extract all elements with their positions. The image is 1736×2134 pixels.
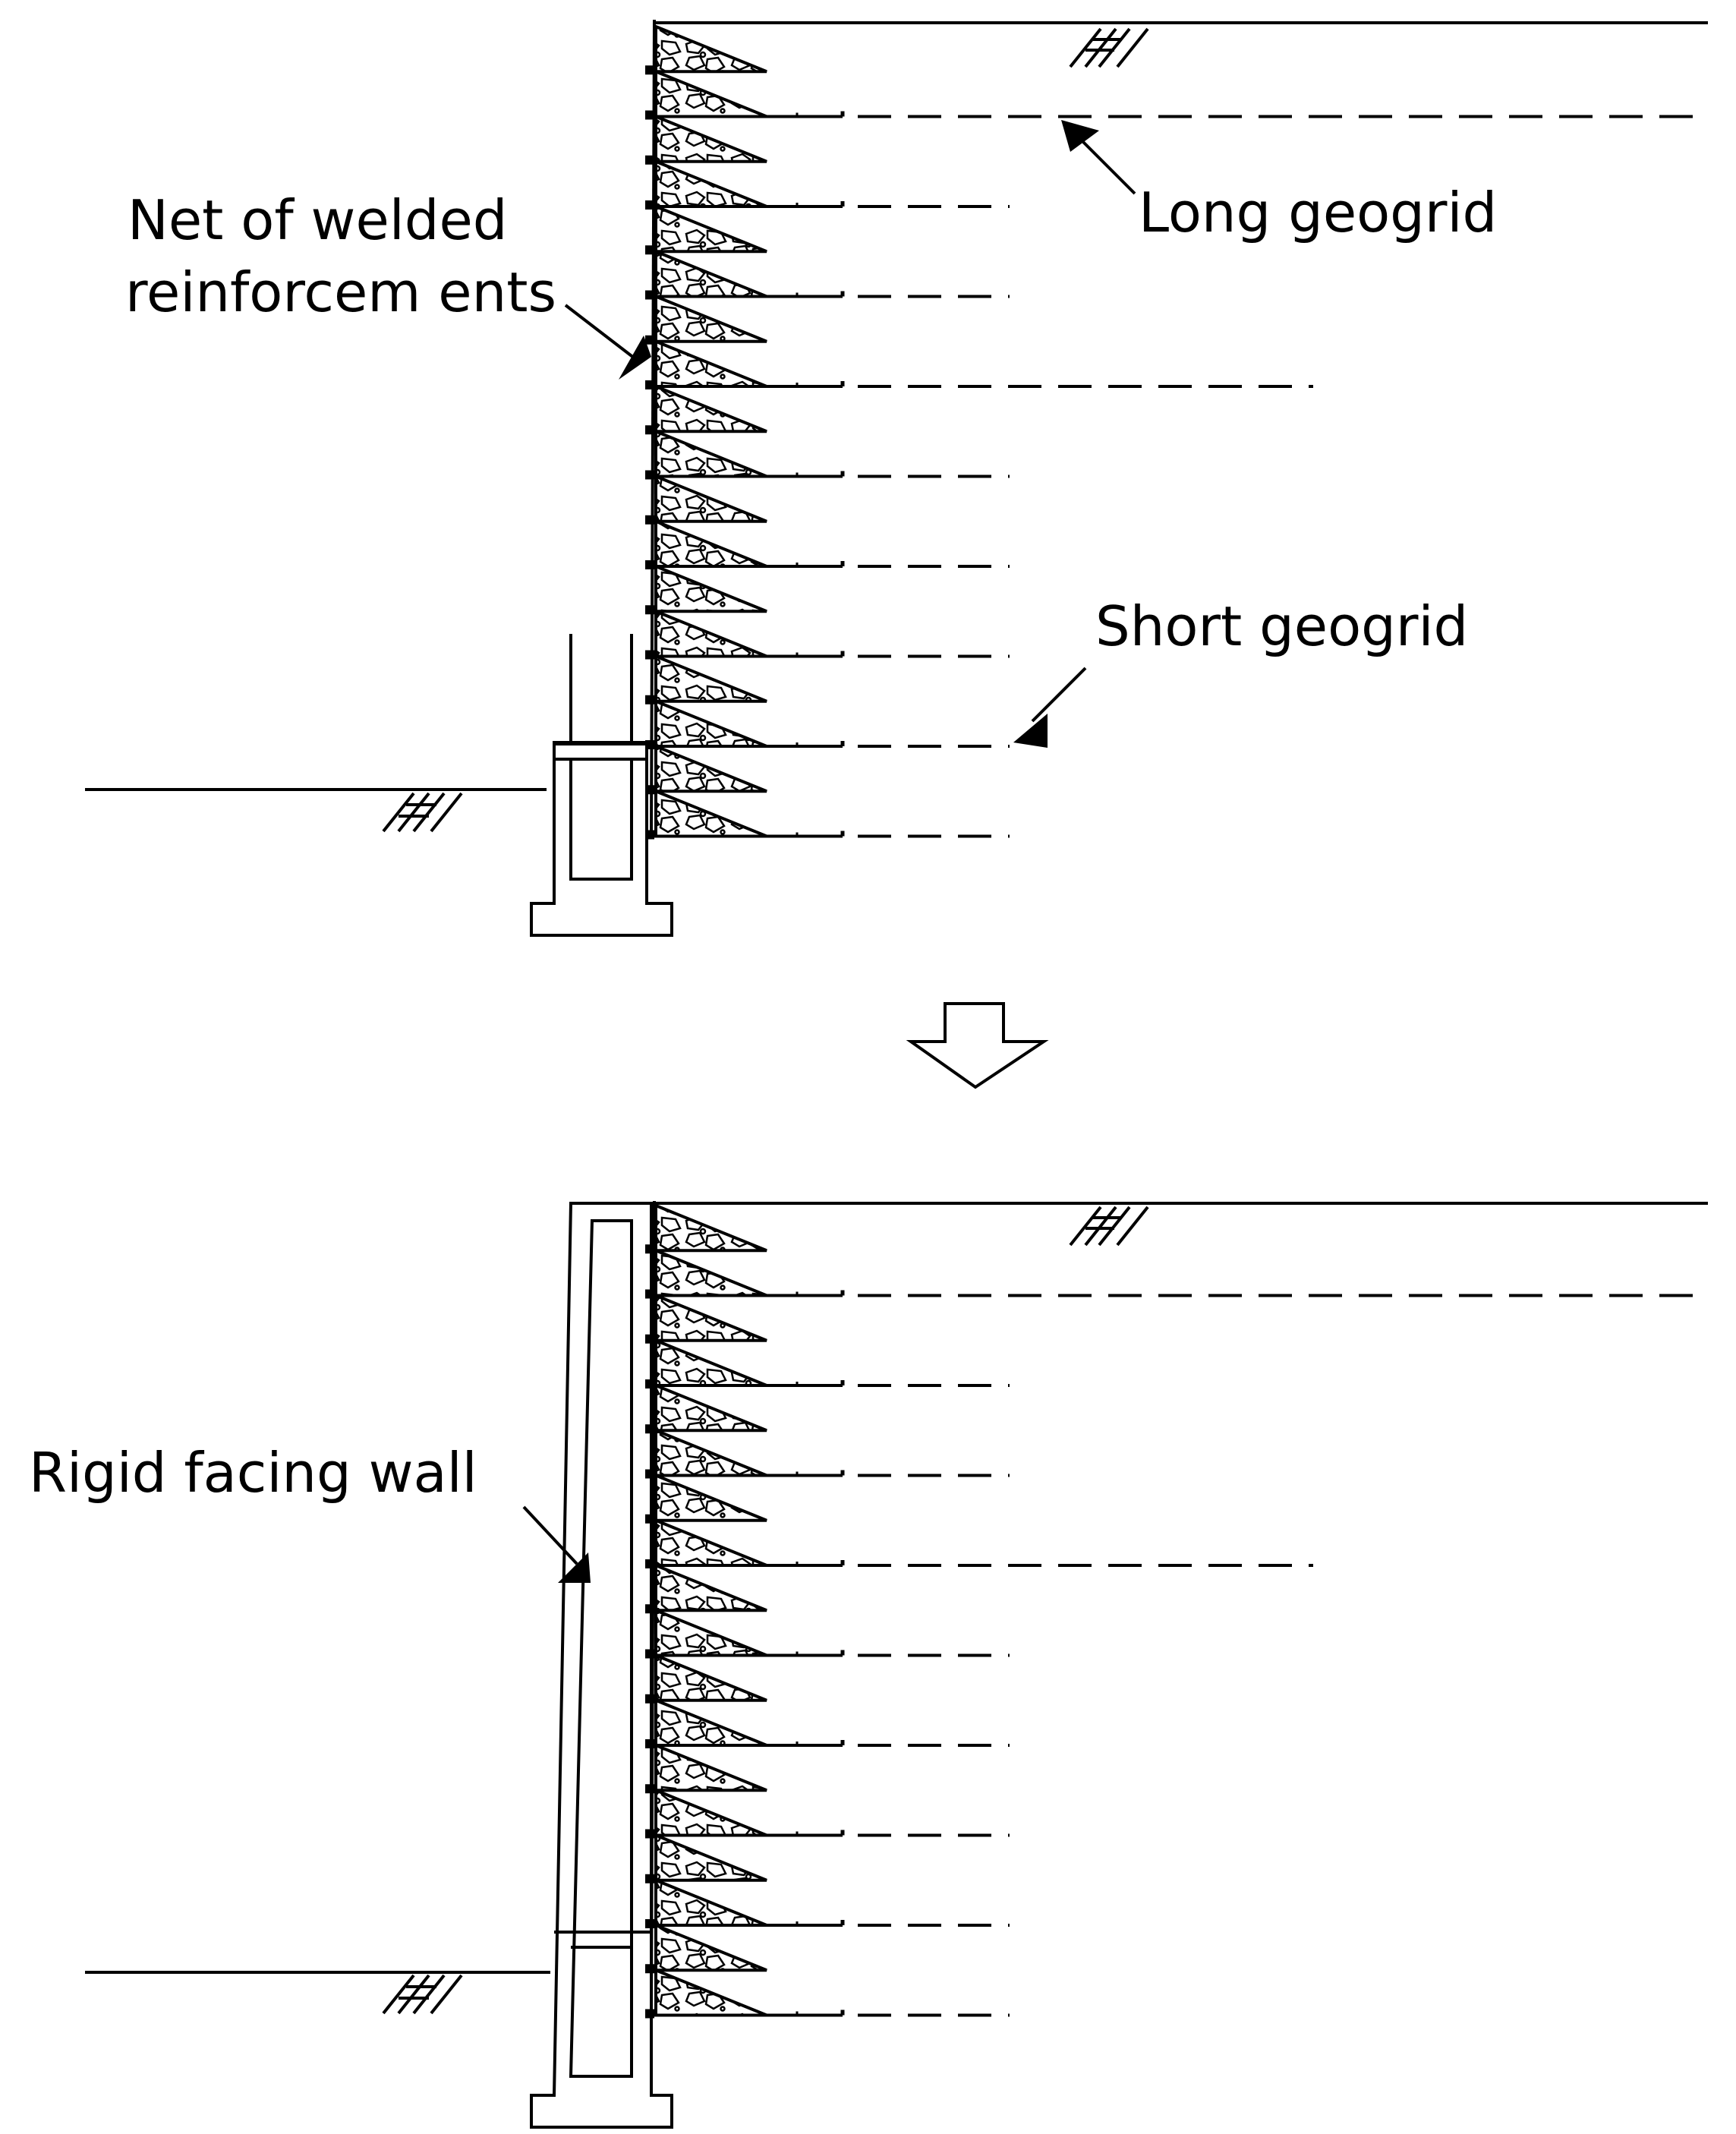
gravel-wedge [654, 1293, 767, 1342]
footing [530, 634, 673, 937]
short-geogrid-label: Short geogrid [1095, 594, 1468, 658]
gravel-wedge [654, 114, 767, 163]
weld-connector [645, 380, 654, 389]
geogrid-layers [654, 111, 1708, 838]
weld-connector [645, 695, 654, 705]
gravel-wedge [654, 294, 767, 343]
gravel-wedge [654, 1203, 767, 1253]
gravel-wedge [654, 654, 767, 703]
weld-connector [645, 335, 654, 345]
short-geogrid-arrowhead [1013, 714, 1048, 748]
gravel-wedge [654, 429, 767, 478]
gravel-wedge [654, 1743, 767, 1792]
long-geogrid-label: Long geogrid [1139, 181, 1497, 244]
gravel-wedge [654, 249, 767, 298]
gravel-wedge [654, 24, 767, 74]
gravel-wedge [654, 744, 767, 793]
gravel-wedge [654, 1473, 767, 1522]
gravel-wedge [654, 1877, 767, 1927]
soil-hatch-icon [1069, 1206, 1149, 1247]
weld-connector [645, 290, 654, 300]
gravel-wedge [654, 1338, 767, 1387]
gravel-wedges [645, 1203, 767, 2019]
weld-connector [645, 65, 654, 75]
gravel-wedge [654, 519, 767, 568]
net-leader-arrowhead [619, 336, 651, 380]
gravel-wedge [654, 1923, 767, 1972]
gravel-wedges [645, 24, 767, 840]
gravel-wedge [654, 1968, 767, 2017]
gravel-wedge [654, 698, 767, 748]
gravel-wedge [654, 339, 767, 388]
gravel-wedge [654, 384, 767, 433]
gravel-wedge [654, 609, 767, 658]
soil-hatch-icon [382, 1974, 463, 2015]
weld-connector [645, 470, 654, 480]
gravel-wedge [654, 1518, 767, 1567]
rigid-facing-wall-label: Rigid facing wall [29, 1441, 477, 1505]
gravel-wedge [654, 1608, 767, 1657]
net-of-welded-label-line1: Net of welded [128, 188, 507, 252]
gravel-wedge [654, 1653, 767, 1702]
bottom-diagram: Rigid facing wall [29, 1200, 1708, 2129]
gravel-wedge [654, 1563, 767, 1612]
gravel-wedge [654, 159, 767, 208]
soil-hatch-icon [1069, 27, 1149, 68]
gravel-wedge [654, 1248, 767, 1297]
gravel-wedge [654, 204, 767, 254]
rigid-facing-wall [530, 1202, 673, 2129]
geogrid-layers [654, 1290, 1708, 2017]
gravel-wedge [654, 789, 767, 838]
weld-connector [645, 110, 654, 120]
gravel-wedge [654, 474, 767, 523]
soil-hatch-icon [382, 792, 463, 833]
gravel-wedge [654, 1697, 767, 1747]
gravel-wedge [654, 69, 767, 118]
short-geogrid-leader-line [1031, 667, 1087, 723]
weld-connector [645, 425, 654, 435]
gravel-wedge [654, 1428, 767, 1477]
net-of-welded-label-line2: reinforcem ents [125, 260, 556, 324]
weld-connector [645, 200, 654, 210]
gravel-wedge [654, 1383, 767, 1433]
net-leader-line [564, 304, 639, 362]
rigid-wall-leader-line [522, 1505, 578, 1565]
weld-connector [645, 515, 654, 525]
weld-connector [645, 605, 654, 615]
weld-connector [645, 560, 654, 569]
down-arrow-outline-icon [906, 1002, 1049, 1089]
top-diagram: Net of welded reinforcem ents Long geogr… [85, 19, 1708, 937]
long-geogrid-leader-line [1080, 139, 1136, 195]
rigid-wall-leader-arrowhead [558, 1552, 591, 1583]
gravel-wedge [654, 564, 767, 613]
weld-connector [645, 650, 654, 660]
gravel-wedge [654, 1788, 767, 1837]
gravel-wedge [654, 1833, 767, 1882]
weld-connector [645, 155, 654, 165]
long-geogrid-arrowhead [1061, 120, 1099, 152]
weld-connector [645, 245, 654, 255]
